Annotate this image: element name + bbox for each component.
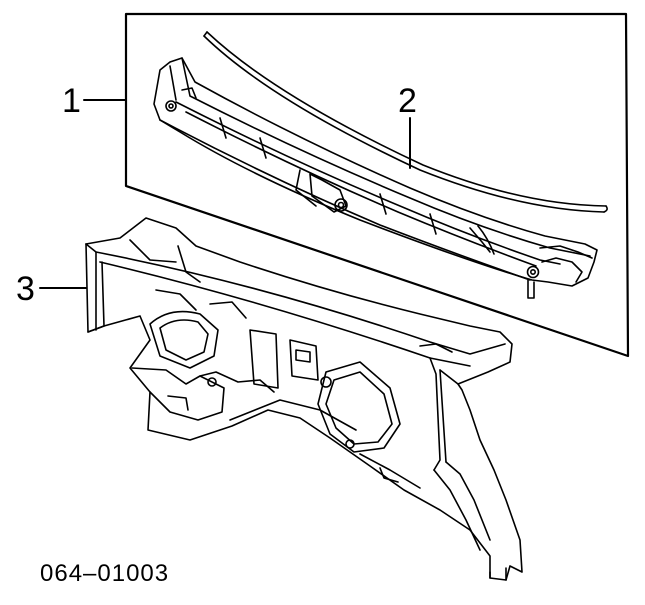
callout-2: 2 bbox=[398, 82, 417, 120]
cowl-grille-part-1 bbox=[153, 57, 598, 299]
inset-box bbox=[124, 12, 630, 358]
dash-panel-part-3 bbox=[85, 217, 523, 581]
part-number: 064–01003 bbox=[40, 560, 170, 587]
weatherstrip-seal-part-2 bbox=[203, 31, 608, 213]
callout-3: 3 bbox=[16, 270, 35, 308]
callout-1: 1 bbox=[62, 82, 81, 120]
